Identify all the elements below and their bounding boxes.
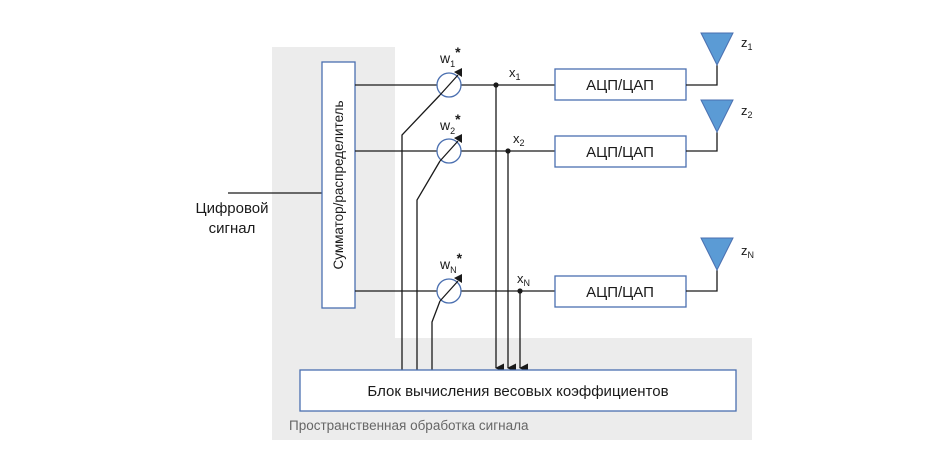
weight-label-2: w2* bbox=[439, 111, 461, 136]
weight-label-1: w1* bbox=[439, 44, 461, 69]
weight-arrow-1 bbox=[454, 68, 462, 77]
weight-slash-2 bbox=[439, 140, 459, 162]
antenna-icon-1 bbox=[700, 32, 734, 67]
weight-label-n: wN* bbox=[439, 250, 463, 275]
signal-label-2: x2 bbox=[513, 131, 525, 148]
converter-label-n: АЦП/ЦАП bbox=[586, 284, 654, 301]
antenna-label-1: z1 bbox=[741, 35, 753, 52]
summator-label: Сумматор/распределитель bbox=[331, 100, 346, 269]
converter-box-n bbox=[554, 275, 687, 308]
converter-label-1: АЦП/ЦАП bbox=[586, 77, 654, 94]
weight-arrow-2 bbox=[454, 134, 462, 143]
converter-box-2 bbox=[554, 135, 687, 168]
antenna-label-2: z2 bbox=[741, 103, 753, 120]
weight-feed-1 bbox=[401, 94, 441, 370]
weight-slash-1 bbox=[439, 74, 459, 96]
weight-computation-label: Блок вычисления весовых коэффициентов bbox=[367, 383, 668, 400]
weight-slash-n bbox=[439, 280, 459, 302]
antenna-icon-n bbox=[700, 237, 734, 272]
weight-feed-n bbox=[431, 300, 441, 370]
region-label: Пространственная обработка сигнала bbox=[289, 418, 529, 433]
antenna-feed-1 bbox=[686, 65, 718, 86]
antenna-icon-2 bbox=[700, 99, 734, 134]
weight-computation-block bbox=[299, 369, 737, 412]
spatial-processing-region bbox=[272, 47, 752, 440]
signal-label-n: xN bbox=[517, 271, 530, 288]
weight-arrow-n bbox=[454, 274, 462, 283]
converter-label-2: АЦП/ЦАП bbox=[586, 144, 654, 161]
antenna-label-n: zN bbox=[741, 243, 754, 260]
antenna-feed-2 bbox=[686, 132, 718, 152]
input-label-line2: сигнал bbox=[209, 220, 256, 237]
antenna-feed-n bbox=[686, 270, 718, 292]
signal-label-1: x1 bbox=[509, 65, 521, 82]
input-label-line1: Цифровой bbox=[195, 200, 268, 217]
weight-feed-2 bbox=[416, 160, 441, 370]
summator-box bbox=[321, 61, 356, 309]
